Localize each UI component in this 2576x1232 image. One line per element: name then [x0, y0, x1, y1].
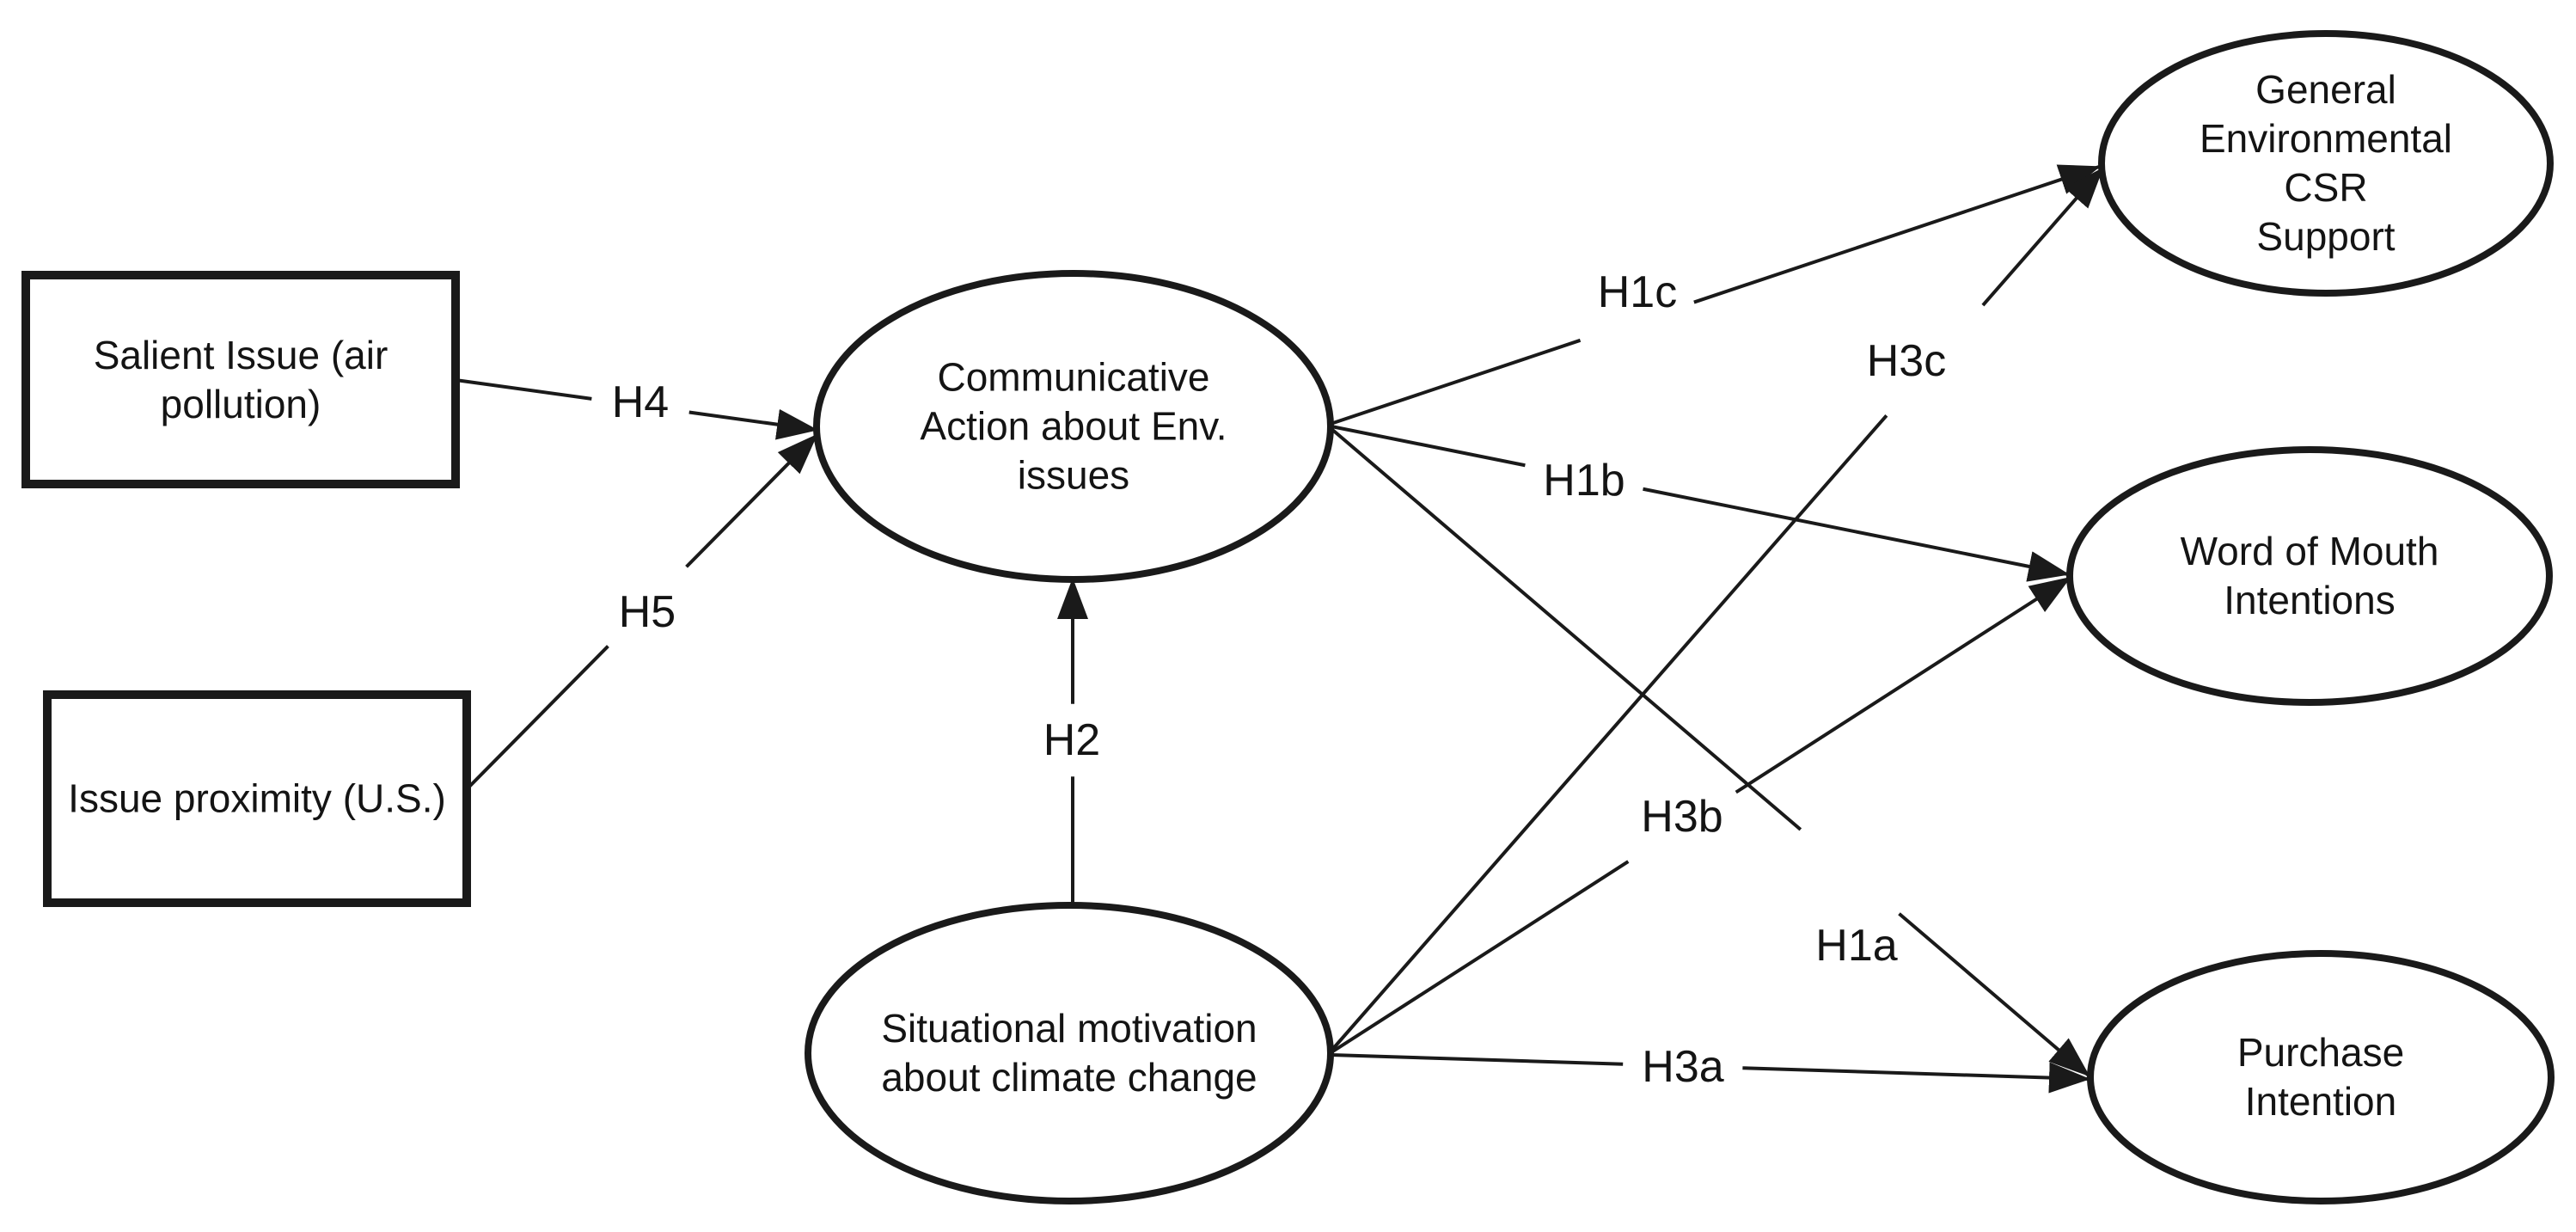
node-shape-purchase-intention: [2087, 950, 2555, 1204]
edge-h3c-segment-arrow: [1981, 167, 2104, 307]
edge-h1a-segment-arrow: [1898, 912, 2090, 1077]
edge-h4-segment-arrow: [688, 408, 818, 440]
node-shape-salient-issue: [21, 271, 460, 488]
edge-h4-segment-start: [455, 378, 592, 401]
edge-h1a-segment-start: [1329, 426, 1802, 831]
node-shape-general-environmental-csr-support: [2098, 30, 2554, 297]
edge-h1b-segment-start: [1331, 425, 1526, 468]
edge-h3c-segment-start: [1330, 414, 1888, 1052]
node-shape-communicative-action: [813, 270, 1334, 583]
edge-h3a-segment-arrow: [1742, 1062, 2090, 1094]
node-shape-issue-proximity: [43, 690, 471, 907]
edge-h5-segment-arrow: [685, 433, 818, 568]
edge-h1c-segment-start: [1330, 338, 1582, 426]
edge-h1c-segment-arrow: [1693, 164, 2101, 304]
edge-h3a-segment-start: [1331, 1053, 1624, 1066]
node-shape-situational-motivation: [805, 902, 1334, 1204]
edge-h3b-segment-start: [1330, 860, 1630, 1054]
edge-h3b-segment-arrow: [1735, 576, 2071, 794]
edge-h5-segment-start: [465, 645, 609, 791]
edge-h1b-segment-arrow: [1643, 487, 2070, 582]
node-shape-word-of-mouth-intentions: [2066, 446, 2553, 706]
